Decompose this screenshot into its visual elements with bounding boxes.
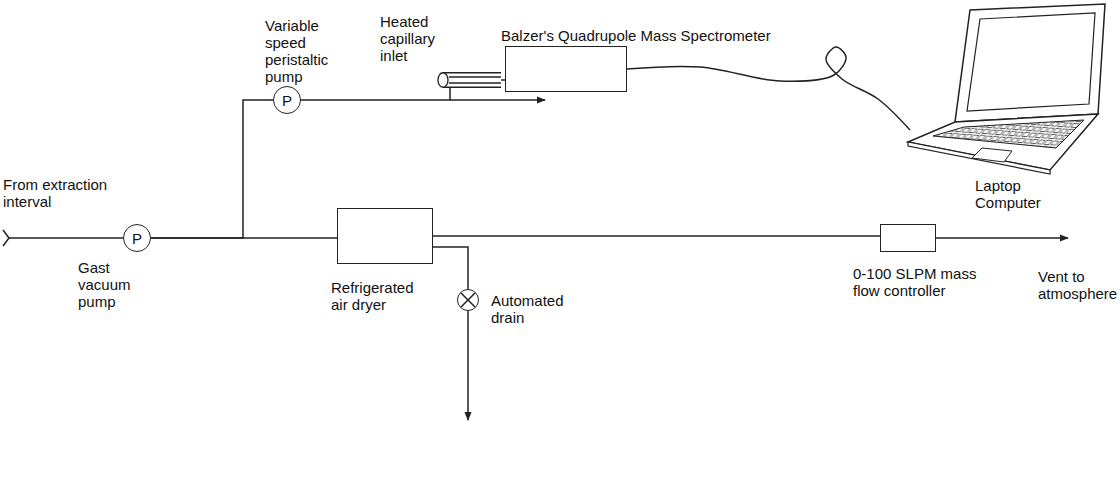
pump-symbol-letter: P — [274, 87, 300, 113]
laptop-drawing — [900, 2, 1115, 174]
pipe-line — [151, 237, 337, 239]
drain-valve: Automated drain — [457, 289, 479, 311]
pipe-line — [151, 100, 273, 238]
air-dryer: Refrigerated air dryer — [337, 208, 433, 264]
inlet-label: From extraction interval — [3, 176, 143, 210]
valve-cross — [458, 290, 478, 310]
component-label: 0-100 SLPM mass flow controller — [853, 265, 995, 299]
capillary-inlet: Heated capillary inlet — [437, 72, 501, 88]
pipe-line — [433, 235, 880, 237]
laptop-computer: Laptop Computer — [900, 2, 1115, 174]
mass-spectrometer: Balzer's Quadrupole Mass Spectrometer — [505, 46, 627, 92]
component-label: Automated drain — [491, 292, 571, 326]
pipe-line — [433, 247, 468, 289]
pump-symbol-letter: P — [124, 225, 150, 251]
sample-overflow-line — [450, 99, 545, 101]
vacuum-pump: PGast vacuum pump — [123, 224, 151, 252]
peristaltic-pump: PVariable speed peristaltic pump — [273, 86, 301, 114]
mass-flow-controller: 0-100 SLPM mass flow controller — [880, 224, 936, 252]
component-label: Gast vacuum pump — [78, 259, 144, 310]
capillary-tube — [437, 72, 501, 88]
component-label: Refrigerated air dryer — [331, 279, 426, 313]
vent-label: Vent to atmosphere — [1038, 268, 1120, 302]
inlet-line — [9, 237, 123, 239]
drain-outlet-line — [467, 311, 469, 420]
pipe-line — [301, 88, 450, 100]
inlet-fitting — [3, 230, 9, 246]
component-label: Heated capillary inlet — [380, 13, 452, 64]
component-label: Balzer's Quadrupole Mass Spectrometer — [501, 27, 771, 44]
component-label: Variable speed peristaltic pump — [265, 17, 349, 85]
component-label: Laptop Computer — [975, 177, 1057, 211]
data-cable — [627, 47, 910, 130]
vent-line — [936, 237, 1068, 239]
